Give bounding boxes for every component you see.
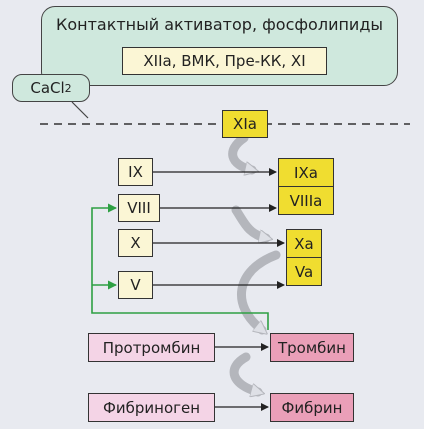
factor-xia: XIa xyxy=(222,110,268,138)
cacl2-pointer xyxy=(71,101,89,119)
factor-ix: IX xyxy=(118,158,153,186)
factor-v: V xyxy=(118,271,153,299)
activator-factors: XIIa, ВМК, Пре-КК, XI xyxy=(122,47,327,75)
arrow-viiia-to-xa xyxy=(231,205,266,238)
fibrinogen-box: Фибриноген xyxy=(88,393,215,422)
factor-ixa: IXa xyxy=(278,158,334,187)
fibrin-box: Фибрин xyxy=(270,393,354,422)
factor-xa: Xa xyxy=(286,229,322,258)
prothrombin-box: Протромбин xyxy=(88,333,215,362)
arrow-thrombin-to-fibrin xyxy=(229,352,258,392)
factor-va: Va xyxy=(286,257,322,286)
factor-viiia: VIIIa xyxy=(278,186,334,215)
thrombin-box: Тромбин xyxy=(270,333,354,362)
cacl2-subscript: 2 xyxy=(64,81,72,95)
arrow-xia-to-ixa xyxy=(228,133,252,170)
factor-x: X xyxy=(118,229,153,257)
factor-viii: VIII xyxy=(118,194,160,222)
arrow-xa-to-thrombin xyxy=(237,250,281,330)
activator-panel: Контактный активатор, фосфолипиды XIIa, … xyxy=(41,6,398,86)
cacl2-base: CaCl xyxy=(30,79,65,97)
thrombin-feedback-viii xyxy=(91,203,269,330)
activator-title: Контактный активатор, фосфолипиды xyxy=(55,15,384,34)
